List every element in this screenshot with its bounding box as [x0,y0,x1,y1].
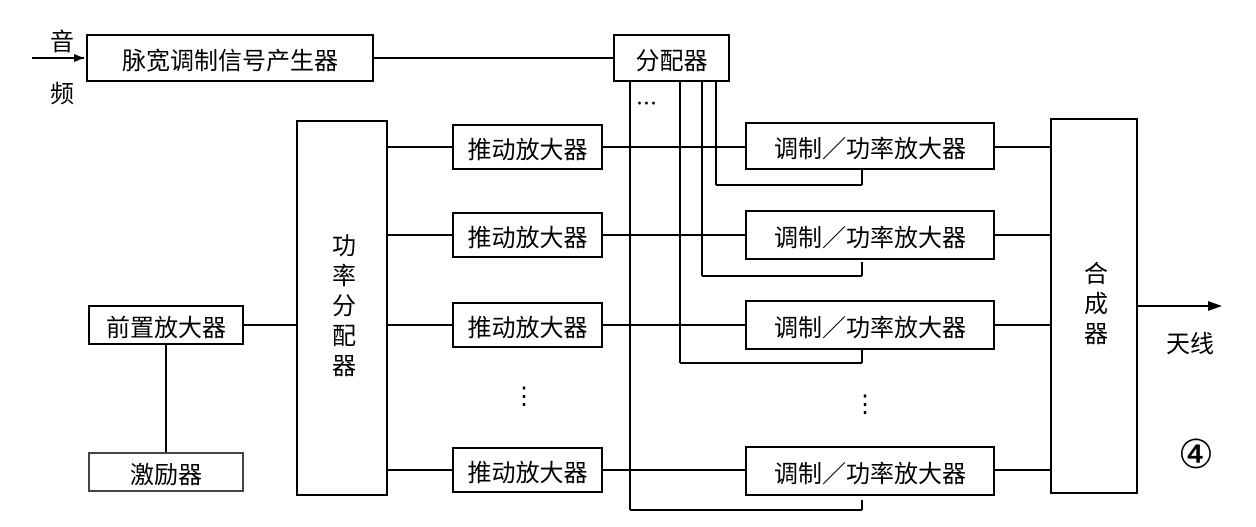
mod-amp-n: 调制／功率放大器 [745,446,995,496]
distributor-label: 分配器 [635,46,708,75]
driver-amp-3: 推动放大器 [452,302,603,348]
figure-number: ④ [1178,432,1214,478]
mod-amp-2: 调制／功率放大器 [745,210,995,260]
exciter-box: 激励器 [88,452,244,492]
audio-label-bottom: 频 [50,80,74,108]
driver-amp-label: 推动放大器 [467,458,588,487]
pwm-generator-label: 脉宽调制信号产生器 [122,46,338,75]
mod-amp-label: 调制／功率放大器 [774,134,966,163]
distributor-box: 分配器 [613,34,730,82]
power-divider-label: 功率分配器 [327,233,356,383]
driver-amp-label: 推动放大器 [467,313,588,342]
exciter-label: 激励器 [130,460,202,489]
driver-amp-label: 推动放大器 [467,135,588,164]
audio-label-top: 音 [50,28,74,56]
mod-amp-label: 调制／功率放大器 [774,459,966,488]
mod-amp-label: 调制／功率放大器 [774,313,966,342]
driver-amp-label: 推动放大器 [467,223,588,252]
power-divider-box: 功率分配器 [296,120,388,496]
preamp-box: 前置放大器 [88,305,244,345]
combiner-box: 合成器 [1050,118,1138,494]
combiner-label: 合成器 [1079,261,1108,351]
pwm-generator-box: 脉宽调制信号产生器 [86,34,374,82]
antenna-label: 天线 [1166,330,1214,358]
driver-amp-n: 推动放大器 [452,447,603,493]
driver-amp-2: 推动放大器 [452,212,603,258]
mod-amp-label: 调制／功率放大器 [774,223,966,252]
mod-amp-1: 调制／功率放大器 [745,122,995,170]
driver-amp-1: 推动放大器 [452,124,603,170]
mod-ellipsis: ⋮ [853,390,877,418]
mod-amp-3: 调制／功率放大器 [745,300,995,350]
preamp-label: 前置放大器 [106,313,226,342]
distributor-ellipsis: ··· [636,92,657,117]
driver-ellipsis: ⋮ [512,382,536,410]
